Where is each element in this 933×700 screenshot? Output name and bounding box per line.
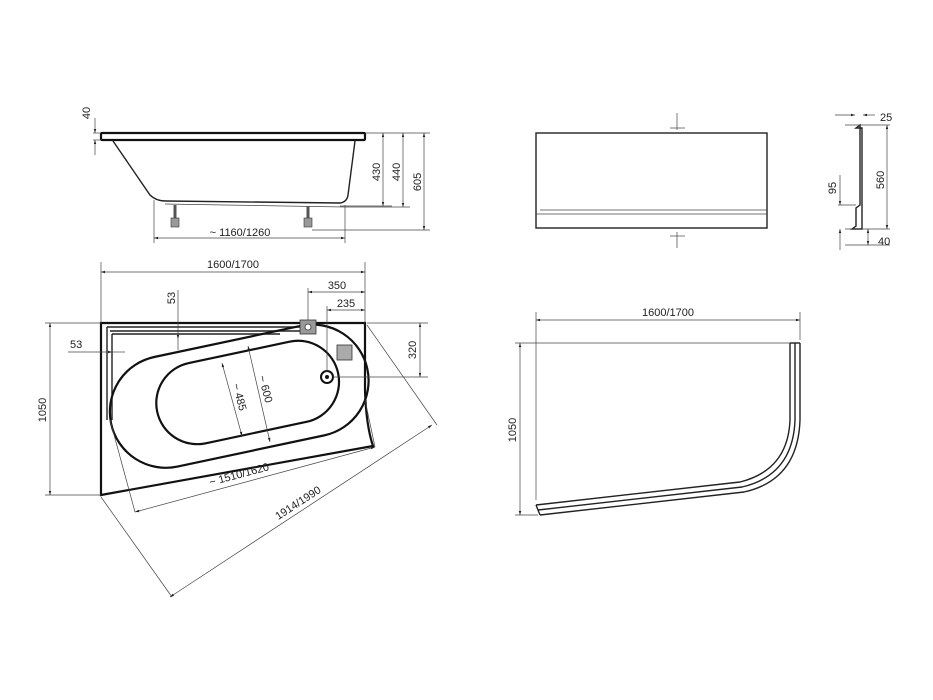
side-view: 40 430 440 605 ~ 1160/1260 (81, 107, 430, 243)
dim-basin-width-inner: ~ 485 (229, 382, 248, 412)
dim-basin-length: ~ 1510/1620 (208, 461, 270, 489)
dim-width: 1050 (37, 398, 49, 422)
dim-panel-length: 1600/1700 (642, 307, 694, 319)
dim-rim-left: 53 (70, 339, 82, 351)
dim-leg-spacing: ~ 1160/1260 (210, 227, 271, 239)
panel-plan-view: 1600/1700 1050 (507, 307, 801, 516)
dim-drain-distance: 320 (407, 341, 419, 359)
panel-front (535, 132, 768, 229)
tub-rim (99, 131, 367, 142)
dim-length: 1600/1700 (207, 259, 259, 271)
panel-curve-inner (535, 343, 791, 506)
dim-diagonal: 1914/1990 (273, 484, 323, 522)
dim-drain-offset: 235 (337, 298, 355, 310)
dim-panel-width: 1050 (507, 418, 519, 442)
tub-body (112, 140, 356, 204)
dim-inner-depth: 430 (371, 163, 383, 181)
handle-fitting (336, 344, 353, 361)
dim-rim-height: 40 (81, 107, 93, 119)
dim-waste-offset: 350 (328, 280, 346, 292)
dim-profile-top: 25 (880, 112, 892, 124)
dim-profile-step: 95 (827, 182, 839, 194)
dim-basin-width-outer: ~ 600 (255, 374, 274, 404)
leg-left (170, 205, 180, 228)
dim-rim-top: 53 (166, 292, 178, 304)
leg-right (303, 206, 313, 228)
dim-depth: 440 (391, 163, 403, 181)
panel-profile (849, 123, 863, 230)
front-panel-view: 25 95 560 40 (535, 112, 892, 250)
panel-curve-middle (537, 343, 796, 511)
panel-curve-outer (539, 343, 801, 516)
dim-profile-height: 560 (875, 171, 887, 189)
dim-profile-bottom: 40 (878, 236, 890, 248)
dim-total-height: 605 (412, 173, 424, 191)
tub-base (164, 203, 346, 208)
plan-view: 1600/1700 350 235 320 1050 53 53 ~ 485 ~… (37, 259, 438, 598)
